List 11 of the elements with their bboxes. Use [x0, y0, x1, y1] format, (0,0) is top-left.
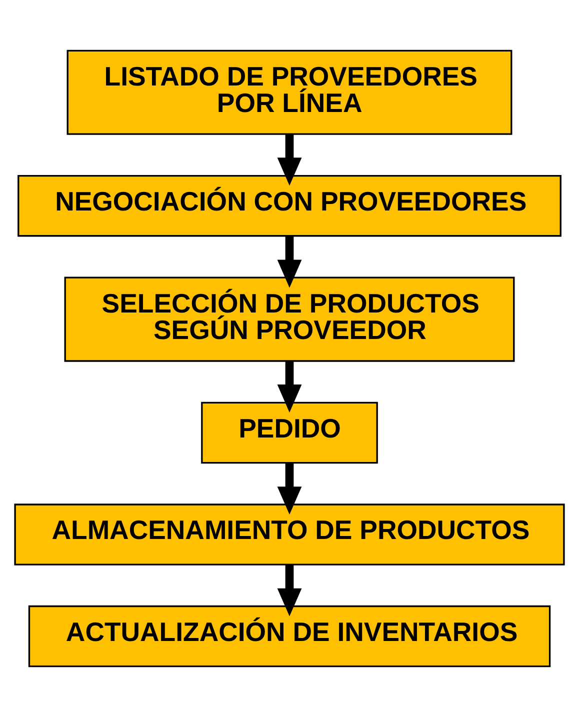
node-box: NEGOCIACIÓN CON PROVEEDORES	[18, 174, 562, 236]
node-box: SELECCIÓN DE PRODUCTOS SEGÚN PROVEEDOR	[64, 276, 515, 362]
arrow	[277, 462, 302, 514]
arrow	[277, 564, 302, 616]
node-box: ACTUALIZACIÓN DE INVENTARIOS	[28, 604, 551, 667]
node-box: LISTADO DE PROVEEDORES POR LÍNEA	[66, 49, 512, 134]
arrow	[277, 236, 302, 288]
arrow	[277, 360, 302, 412]
node-box: ALMACENAMIENTO DE PRODUCTOS	[14, 503, 565, 565]
arrow	[277, 134, 302, 186]
node-box: PEDIDO	[201, 401, 378, 464]
